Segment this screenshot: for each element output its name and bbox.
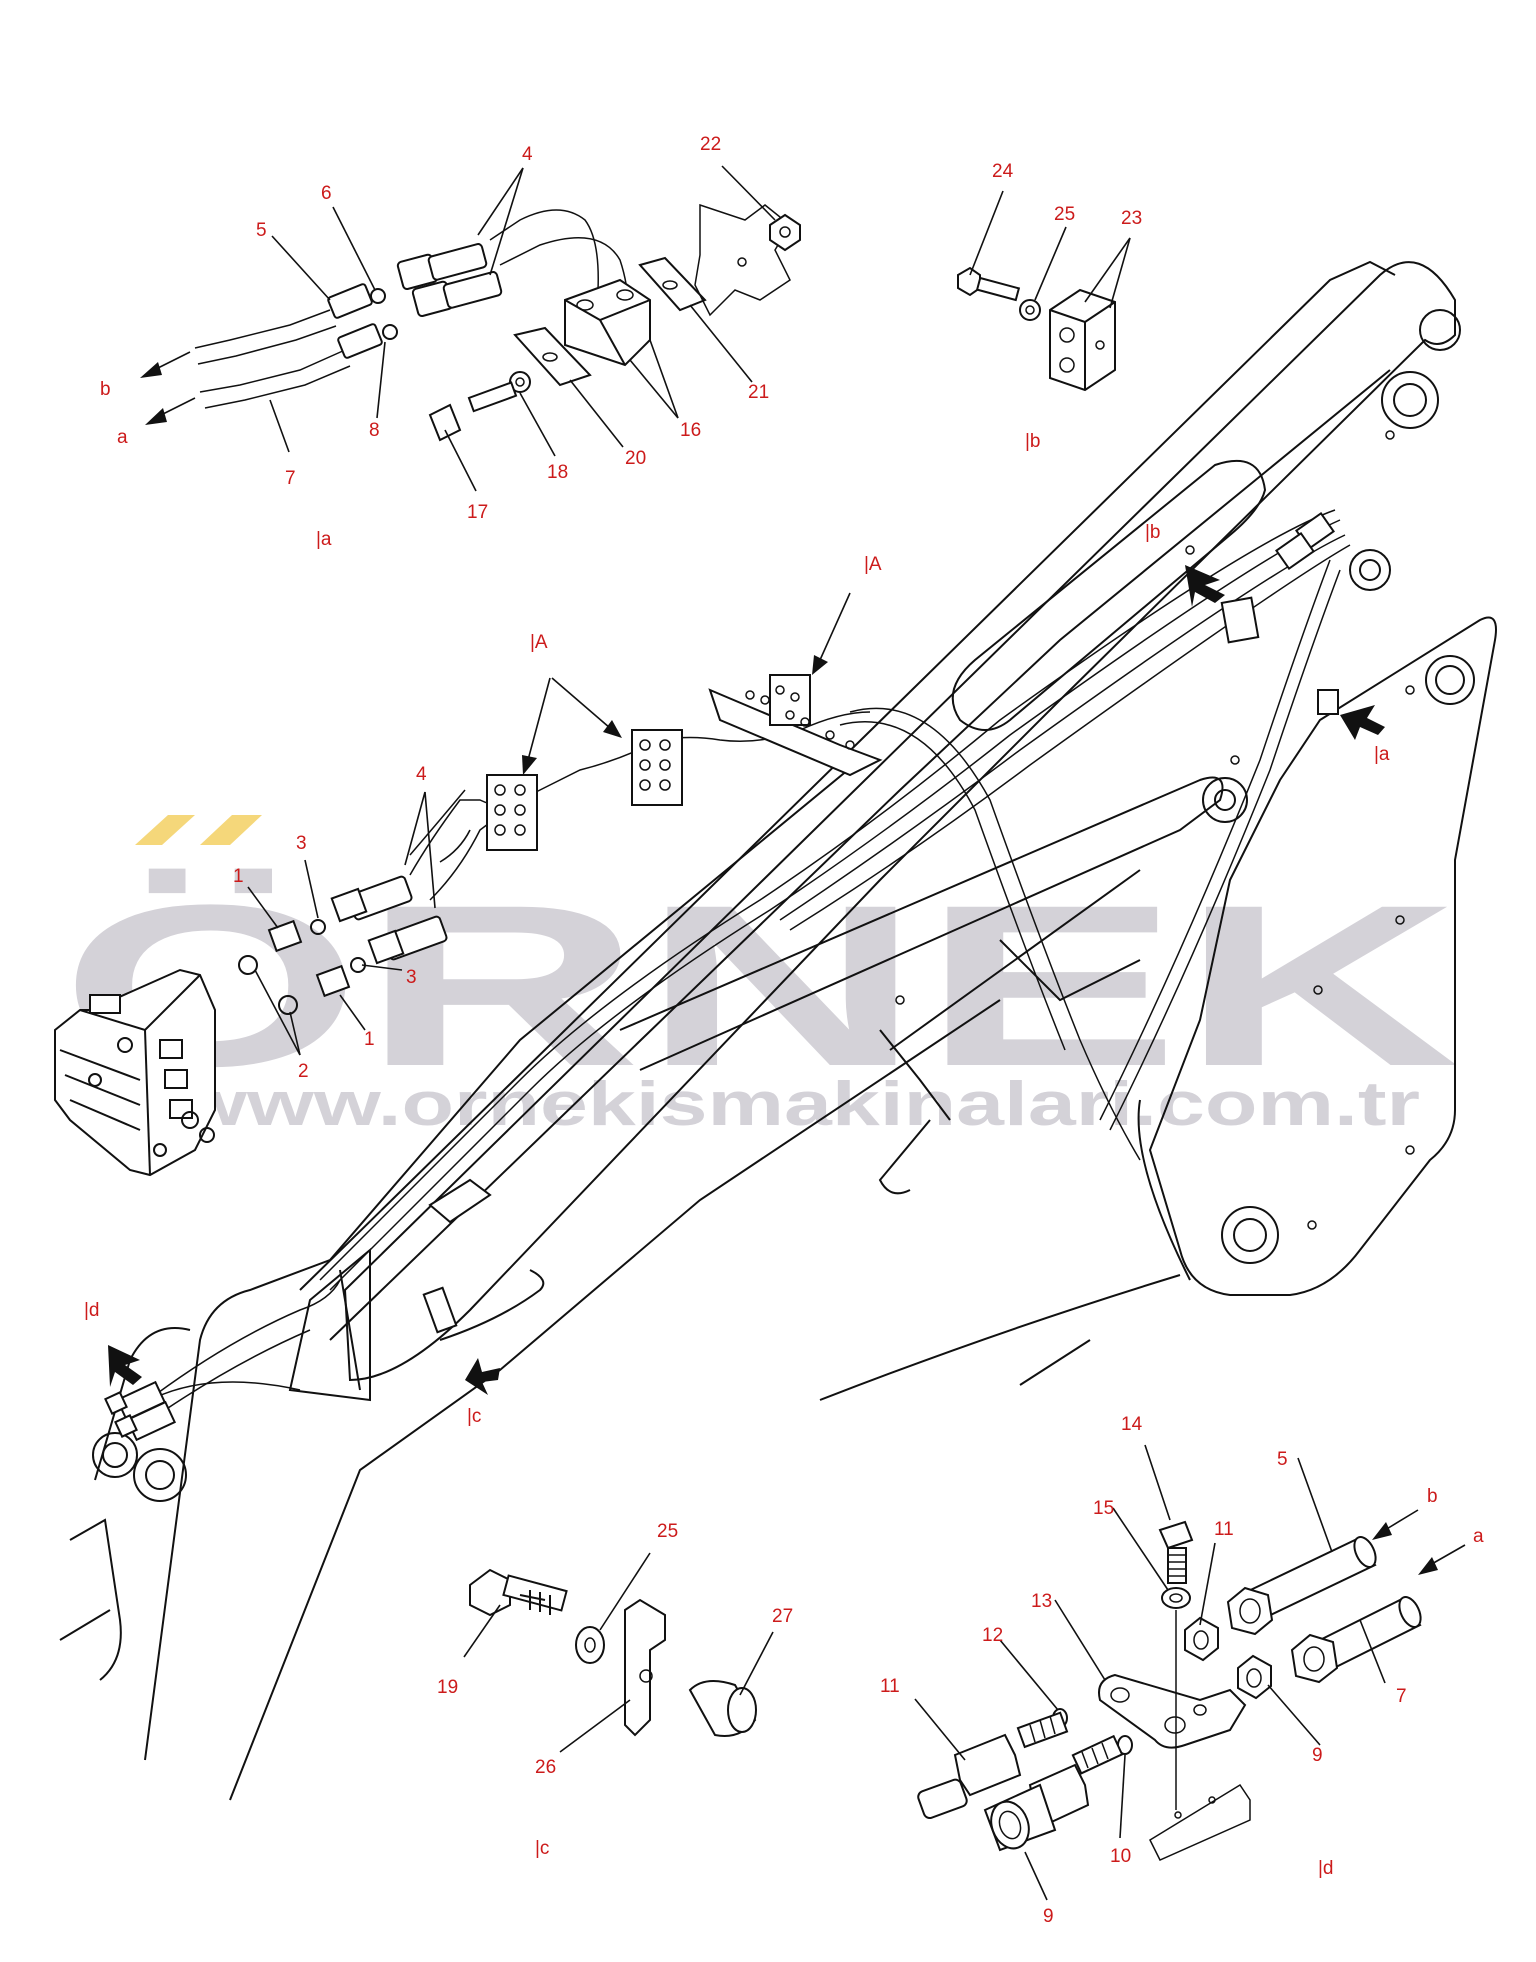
callout-b-d: b <box>1427 1486 1438 1507</box>
callout-16: 16 <box>680 420 701 441</box>
watermark-accent-left <box>135 815 195 845</box>
section-c-marker: |c <box>467 1406 481 1427</box>
callout-a: a <box>117 427 128 448</box>
callout-12: 12 <box>982 1625 1003 1646</box>
section-d-marker: |d <box>84 1300 100 1321</box>
callout-1-upper: 1 <box>233 866 244 887</box>
callout-15: 15 <box>1093 1498 1114 1519</box>
callout-4-main: 4 <box>416 764 427 785</box>
callout-18: 18 <box>547 462 568 483</box>
callout-1-lower: 1 <box>364 1029 375 1050</box>
callout-23: 23 <box>1121 208 1142 229</box>
callout-27: 27 <box>772 1606 793 1627</box>
callout-26: 26 <box>535 1757 556 1778</box>
callout-3-upper: 3 <box>296 833 307 854</box>
section-A-1: |A <box>864 554 882 575</box>
callout-20: 20 <box>625 448 646 469</box>
callout-4: 4 <box>522 144 533 165</box>
section-d: |d <box>1318 1858 1334 1879</box>
control-valve <box>54 968 216 1177</box>
watermark-url: www.ornekismakinalari.com.tr <box>179 1070 1420 1139</box>
arrow-d <box>108 1345 142 1387</box>
callout-24: 24 <box>992 161 1014 182</box>
callout-9-lower: 9 <box>1043 1906 1054 1927</box>
arrow-c <box>465 1358 500 1395</box>
main-view-fittings <box>238 829 471 1015</box>
callout-5-d: 5 <box>1277 1449 1288 1470</box>
callout-5: 5 <box>256 220 267 241</box>
watermark: ÖRNEK www.ornekismakinalari.com.tr <box>60 815 1460 1139</box>
section-a: |a <box>316 529 332 550</box>
callout-11-upper: 11 <box>1214 1519 1234 1540</box>
callout-3-lower: 3 <box>406 967 417 988</box>
callout-10: 10 <box>1110 1846 1131 1867</box>
callout-11-lower: 11 <box>880 1676 900 1697</box>
callout-19: 19 <box>437 1677 458 1698</box>
detail-a <box>140 203 801 442</box>
callout-7: 7 <box>285 468 296 489</box>
watermark-accent-right <box>200 815 262 845</box>
detail-d <box>917 1520 1422 1861</box>
callout-a-d: a <box>1473 1526 1484 1547</box>
callout-labels-main: |A |A |b |a 4 1 3 3 1 2 |d |c <box>84 522 1390 1427</box>
callout-b: b <box>100 379 111 400</box>
callout-labels-b: 24 25 23 |b <box>992 161 1142 452</box>
callout-22: 22 <box>700 134 721 155</box>
boom-assembly <box>59 260 1497 1801</box>
callout-14: 14 <box>1121 1414 1143 1435</box>
callout-labels-c: 25 27 19 26 |c <box>437 1521 793 1859</box>
arrow-a <box>1340 705 1385 740</box>
callout-labels-a: 4 6 5 8 7 22 21 16 20 18 17 b a |a <box>100 134 769 550</box>
callout-8: 8 <box>369 420 380 441</box>
callout-6: 6 <box>321 183 332 204</box>
callout-21: 21 <box>748 382 769 403</box>
clamp-assembly-A <box>409 674 883 901</box>
callout-9-upper: 9 <box>1312 1745 1323 1766</box>
section-A-2: |A <box>530 632 548 653</box>
arrow-b <box>1185 565 1225 607</box>
callout-25-c: 25 <box>657 1521 678 1542</box>
section-b-marker: |b <box>1145 522 1161 543</box>
callout-2: 2 <box>298 1061 309 1082</box>
callout-labels-d: 14 15 11 5 b a 13 12 11 7 9 10 9 |d <box>880 1414 1484 1927</box>
callout-7-d: 7 <box>1396 1686 1407 1707</box>
callout-17: 17 <box>467 502 488 523</box>
section-b: |b <box>1025 431 1041 452</box>
section-a-marker: |a <box>1374 744 1390 765</box>
detail-b <box>957 266 1116 392</box>
callout-25: 25 <box>1054 204 1075 225</box>
section-c: |c <box>535 1838 549 1859</box>
leader-lines <box>108 165 1466 1901</box>
detail-c <box>469 1568 757 1737</box>
callout-13: 13 <box>1031 1591 1052 1612</box>
